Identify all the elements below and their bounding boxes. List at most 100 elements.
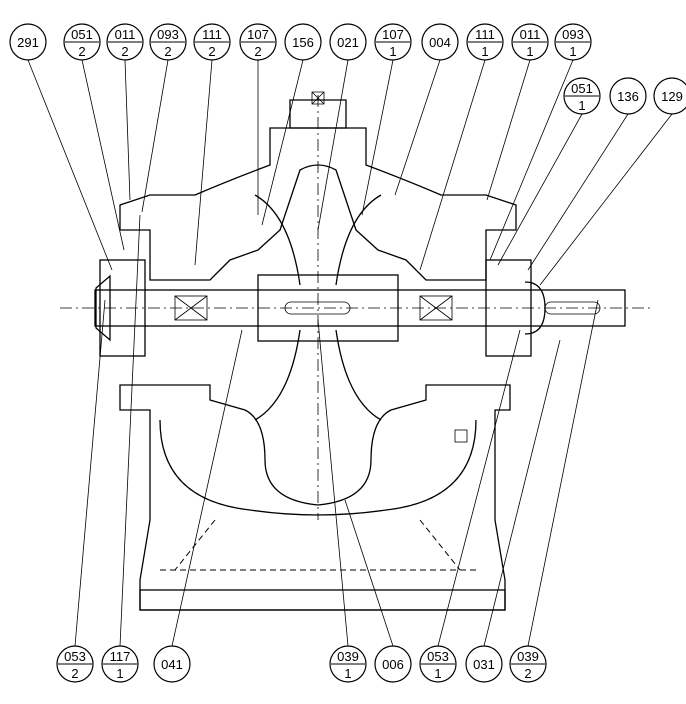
base-foot xyxy=(139,589,506,611)
bearing-right xyxy=(419,295,453,321)
callout-021: 021 xyxy=(329,23,367,61)
pump-body xyxy=(60,91,650,611)
part-number: 291 xyxy=(17,35,39,50)
leader-line xyxy=(497,113,583,266)
leader-line xyxy=(344,499,394,647)
part-index: 1 xyxy=(116,666,123,681)
part-number: 006 xyxy=(382,657,404,672)
impeller-hub xyxy=(257,274,399,342)
coupling xyxy=(524,281,546,335)
leader-line xyxy=(419,59,486,271)
part-index: 1 xyxy=(569,44,576,59)
part-index: 1 xyxy=(526,44,533,59)
leader-line xyxy=(124,59,131,201)
leader-line xyxy=(317,319,349,647)
part-number: 004 xyxy=(429,35,451,50)
part-index: 2 xyxy=(71,666,78,681)
part-number: 107 xyxy=(382,27,404,42)
leader-line xyxy=(171,329,243,647)
upper-casing xyxy=(119,127,517,281)
leader-line xyxy=(539,113,673,286)
balloon-circle xyxy=(653,77,686,115)
balloon-circle xyxy=(465,645,503,683)
leader-line xyxy=(141,59,169,213)
part-number: 051 xyxy=(71,27,93,42)
part-number: 093 xyxy=(157,27,179,42)
part-number: 041 xyxy=(161,657,183,672)
balloon-circle xyxy=(609,77,647,115)
callout-291: 291 xyxy=(9,23,47,61)
leader-line xyxy=(394,59,441,196)
vent-plug xyxy=(311,91,325,105)
leader-line xyxy=(119,214,141,647)
balloon-circle xyxy=(374,645,412,683)
part-number: 021 xyxy=(337,35,359,50)
part-number: 129 xyxy=(661,89,683,104)
leader-line xyxy=(81,59,125,251)
balloon-circle xyxy=(153,645,191,683)
callout-041: 041 xyxy=(153,645,191,683)
leader-line xyxy=(74,299,106,647)
part-index: 2 xyxy=(254,44,261,59)
callout-129: 129 xyxy=(653,77,686,115)
part-index: 1 xyxy=(389,44,396,59)
leader-line xyxy=(261,59,304,226)
leader-line xyxy=(527,299,599,647)
part-index: 1 xyxy=(481,44,488,59)
part-number: 011 xyxy=(520,27,541,42)
callout-156: 156 xyxy=(284,23,322,61)
part-number: 051 xyxy=(571,81,593,96)
part-index: 2 xyxy=(208,44,215,59)
part-number: 093 xyxy=(562,27,584,42)
shaft xyxy=(94,289,626,327)
callout-004: 004 xyxy=(421,23,459,61)
part-number: 011 xyxy=(115,27,136,42)
part-number: 031 xyxy=(473,657,495,672)
balloon-circle xyxy=(284,23,322,61)
key xyxy=(284,301,351,315)
part-number: 053 xyxy=(64,649,86,664)
part-index: 1 xyxy=(578,98,585,113)
bearing-housing-right xyxy=(485,259,532,357)
callout-031: 031 xyxy=(465,645,503,683)
part-number: 117 xyxy=(110,649,131,664)
part-index: 1 xyxy=(344,666,351,681)
drain-plug xyxy=(454,429,468,443)
suction-passage xyxy=(159,419,477,516)
callout-006: 006 xyxy=(374,645,412,683)
leader-line xyxy=(437,329,521,647)
part-index: 1 xyxy=(434,666,441,681)
part-number: 136 xyxy=(617,89,639,104)
callout-136: 136 xyxy=(609,77,647,115)
leader-line xyxy=(27,59,113,271)
impeller-upper xyxy=(254,194,382,286)
part-index: 2 xyxy=(78,44,85,59)
leader-line xyxy=(194,59,213,266)
part-number: 111 xyxy=(475,27,495,42)
impeller-lower xyxy=(254,329,382,421)
leader-lines xyxy=(27,59,673,647)
leader-line xyxy=(527,113,629,271)
part-index: 2 xyxy=(524,666,531,681)
casing-top xyxy=(289,99,347,129)
bearing-housing-left xyxy=(99,259,146,357)
leader-line xyxy=(317,59,349,231)
part-number: 053 xyxy=(427,649,449,664)
part-number: 107 xyxy=(247,27,269,42)
end-cover xyxy=(95,274,111,342)
